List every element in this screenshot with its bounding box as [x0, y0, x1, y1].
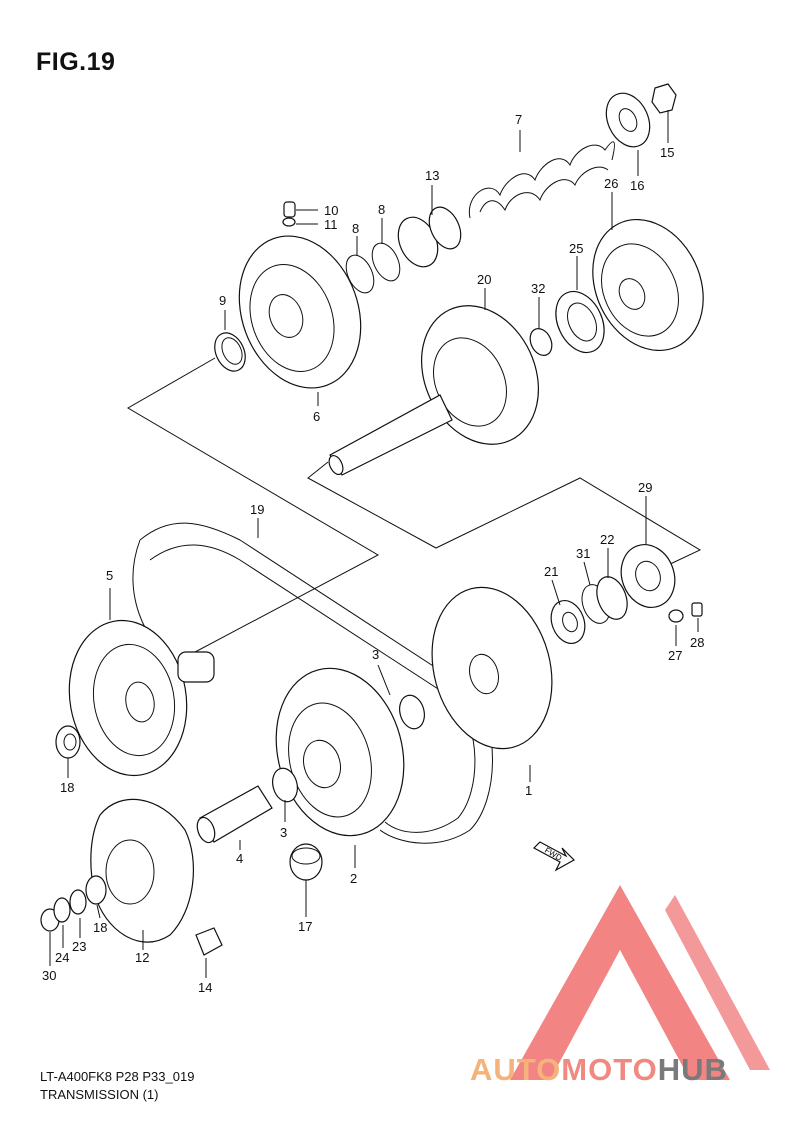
part-3-bushing-upper [399, 694, 425, 730]
part-17-collar [289, 843, 323, 881]
callout-7: 7 [515, 112, 522, 127]
callout-labels: 1 2 3 3 4 5 6 7 8 8 9 10 11 12 13 14 15 … [42, 112, 704, 995]
part-16-plate [605, 92, 651, 148]
callout-8-right: 8 [378, 202, 385, 217]
part-7-spring [468, 141, 615, 219]
callout-2: 2 [350, 871, 357, 886]
callout-25: 25 [569, 241, 583, 256]
part-26-clutch-housing [592, 218, 704, 352]
part-8-o-rings [345, 242, 401, 294]
callout-5: 5 [106, 568, 113, 583]
part-2-movable-drive-face [275, 667, 405, 837]
part-15-nut [651, 83, 677, 114]
callout-8-left: 8 [352, 221, 359, 236]
automotohub-logo-icon [510, 885, 770, 1080]
callout-22: 22 [600, 532, 614, 547]
watermark-text: AUTOMOTOHUB [470, 1052, 728, 1088]
part-9-washer [214, 332, 246, 372]
part-14-slide-piece [195, 927, 223, 956]
part-4-sleeve [196, 785, 273, 844]
callout-12: 12 [135, 950, 149, 965]
section-title: TRANSMISSION (1) [40, 1087, 159, 1102]
part-18-nut-lower [85, 875, 107, 905]
callout-28: 28 [690, 635, 704, 650]
callout-3-lower: 3 [280, 825, 287, 840]
callout-16: 16 [630, 178, 644, 193]
part-21-bearing [550, 600, 586, 644]
callout-24: 24 [55, 950, 69, 965]
part-29-bearing [620, 544, 676, 608]
callout-30: 30 [42, 968, 56, 983]
part-5-drive-face [68, 619, 215, 777]
callout-18-upper: 18 [60, 780, 74, 795]
callout-3-upper: 3 [372, 647, 379, 662]
callout-11: 11 [324, 217, 338, 232]
callout-4: 4 [236, 851, 243, 866]
part-24-washer [53, 897, 71, 923]
part-3-bushing-lower [272, 767, 298, 803]
callout-1: 1 [525, 783, 532, 798]
part-20-driven-shaft [328, 305, 540, 476]
callout-32: 32 [531, 281, 545, 296]
watermark-auto: AUTO [470, 1052, 562, 1087]
part-13-spacer [397, 206, 462, 268]
callout-19: 19 [250, 502, 264, 517]
part-10-pin [282, 201, 296, 227]
assembly-outline [127, 357, 702, 661]
fwd-arrow-icon: FWD [533, 841, 575, 872]
callout-9: 9 [219, 293, 226, 308]
part-28-bolt [691, 602, 703, 617]
callout-15: 15 [660, 145, 674, 160]
watermark-hub: HUB [657, 1052, 728, 1087]
callout-10: 10 [324, 203, 338, 218]
callout-31: 31 [576, 546, 590, 561]
callout-26: 26 [604, 176, 618, 191]
part-22-oil-seal [596, 576, 628, 620]
callout-14: 14 [198, 980, 212, 995]
part-1-driven-pulley [431, 586, 553, 750]
callout-23: 23 [72, 939, 86, 954]
callout-21: 21 [544, 564, 558, 579]
callout-6: 6 [313, 409, 320, 424]
part-6-drive-face [238, 235, 362, 389]
callout-29: 29 [638, 480, 652, 495]
callout-20: 20 [477, 272, 491, 287]
figure-title: FIG.19 [36, 48, 116, 76]
leader-lines [49, 110, 699, 978]
callout-18-lower: 18 [93, 920, 107, 935]
footer: LT-A400FK8 P28 P33_019 TRANSMISSION (1) [40, 1068, 194, 1104]
callout-27: 27 [668, 648, 682, 663]
part-27-washer [668, 609, 684, 623]
model-code: LT-A400FK8 P28 P33_019 [40, 1069, 195, 1084]
part-12-cam-plate [90, 798, 195, 943]
part-18-nut [55, 725, 81, 759]
watermark-moto: MOTO [561, 1052, 658, 1087]
part-25-one-way-clutch [555, 290, 605, 354]
part-23-washer [69, 889, 87, 915]
callout-13: 13 [425, 168, 439, 183]
callout-17: 17 [298, 919, 312, 934]
part-32-washer [529, 328, 553, 356]
